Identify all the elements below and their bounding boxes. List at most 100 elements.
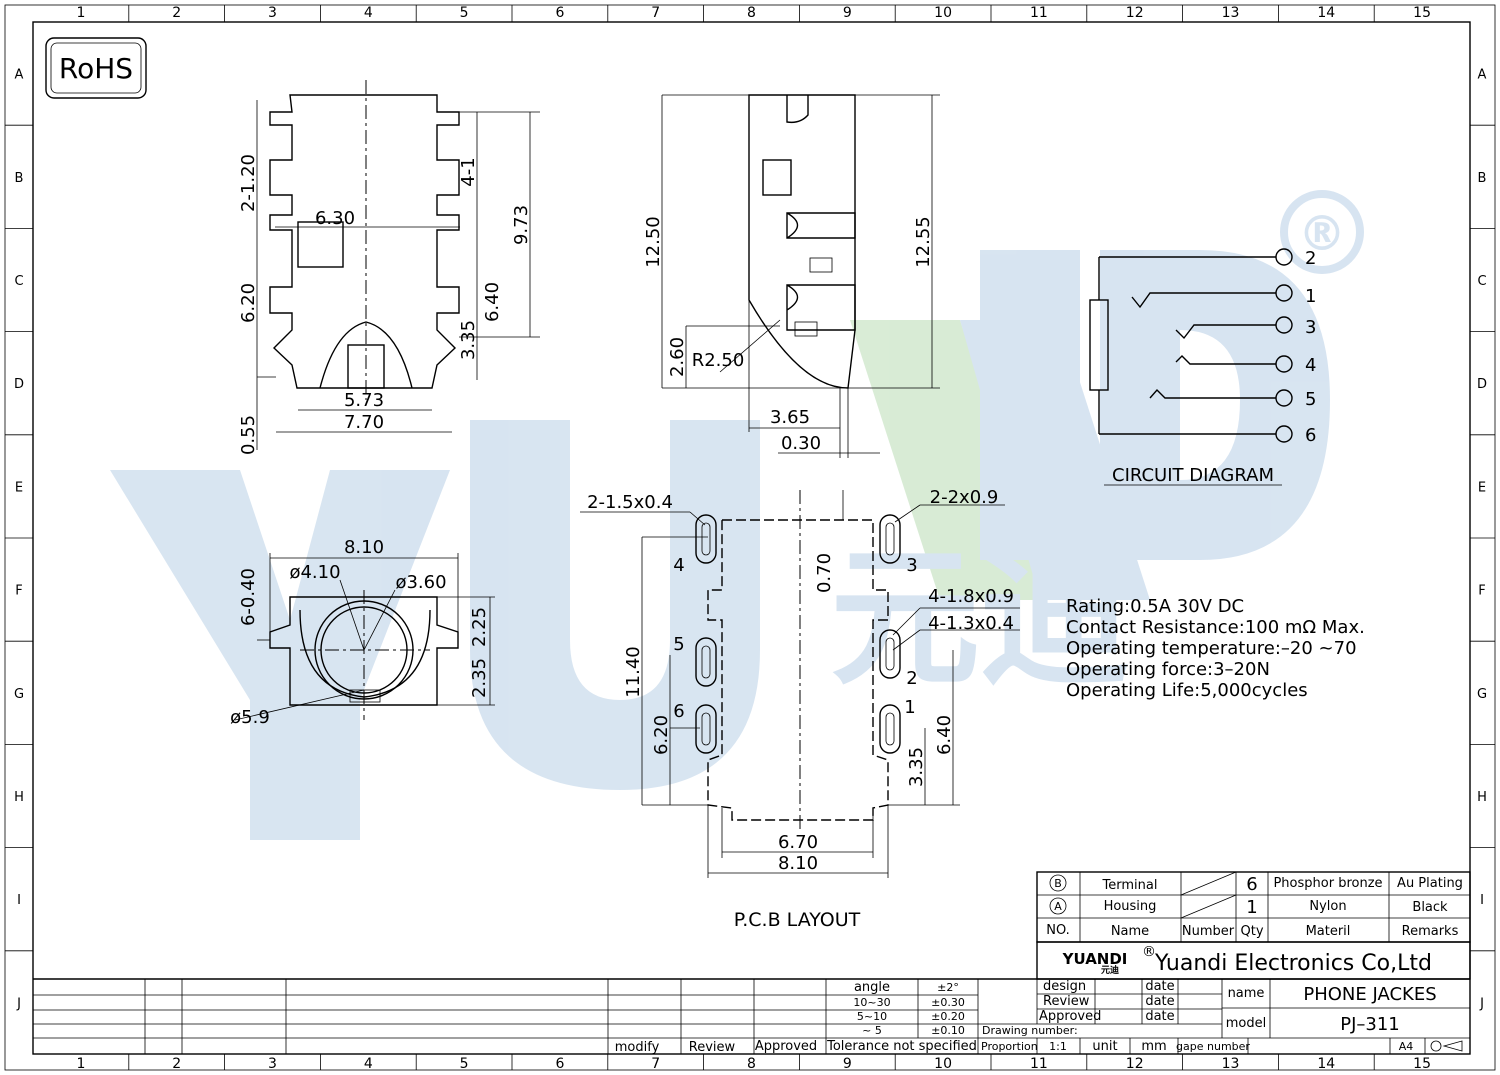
unit-value: mm	[1141, 1039, 1166, 1054]
column-number: 7	[651, 1056, 660, 1072]
unit-label: unit	[1092, 1039, 1117, 1054]
column-number: 14	[1317, 5, 1335, 21]
pcb-layout: 2-1.5x0.4 2-2x0.9 4-1.8x0.9 4-1.3x0.4 0.…	[580, 487, 1020, 931]
row-letter: C	[1477, 274, 1486, 289]
rohs-badge: RoHS	[45, 37, 147, 99]
circuit-pin-2: 2	[1305, 248, 1316, 269]
header-no: NO.	[1046, 923, 1070, 938]
row-letter: F	[15, 584, 22, 599]
tolerance-value-1: ±0.30	[931, 996, 965, 1009]
column-number: 4	[364, 1056, 373, 1072]
material-name-housing: Housing	[1104, 899, 1157, 914]
design-date-label: date	[1145, 979, 1174, 994]
header-material: Materil	[1306, 924, 1351, 939]
circuit-pin-5: 5	[1305, 389, 1316, 410]
dim-0.30: 0.30	[781, 433, 821, 454]
dim-2.25: 2.25	[469, 607, 490, 647]
column-number: 10	[934, 1056, 952, 1072]
header-name: Name	[1111, 924, 1149, 939]
row-letter: D	[1477, 377, 1487, 392]
column-number: 5	[460, 5, 469, 21]
title-block: YUANDI 元迪 ® Yuandi Electronics Co,Ltd	[33, 941, 1471, 1055]
circuit-pin-4: 4	[1305, 355, 1316, 376]
pcb-dim-4-1.8x0.9: 4-1.8x0.9	[928, 586, 1014, 607]
row-letter: E	[15, 480, 23, 495]
column-number: 11	[1030, 1056, 1048, 1072]
tolerance-range-3: ~ 5	[862, 1024, 882, 1037]
row-letter: B	[15, 171, 24, 186]
name-label: name	[1228, 986, 1265, 1001]
approved-date-label: date	[1145, 1009, 1174, 1024]
dim-0.55: 0.55	[238, 415, 259, 455]
material-housing: Nylon	[1309, 899, 1346, 914]
row-letter: F	[1478, 584, 1485, 599]
dim-2-1.20: 2-1.20	[238, 154, 259, 212]
frame-ticks: 1122334455667788991010111112121313141415…	[5, 5, 1495, 1072]
header-number: Number	[1182, 924, 1235, 939]
column-number: 1	[76, 1056, 85, 1072]
circuit-diagram: 2 1 3 4 5 6 CIRCUIT DIAGRAM	[1089, 248, 1316, 486]
dim-R2.50: R2.50	[692, 350, 745, 371]
column-number: 3	[268, 1056, 277, 1072]
dim-2.60: 2.60	[667, 337, 688, 377]
review-label: Review	[1043, 994, 1090, 1009]
dim-6-0.40: 6-0.40	[238, 568, 259, 626]
column-number: 5	[460, 1056, 469, 1072]
column-number: 9	[843, 5, 852, 21]
pcb-dim-2-1.5x0.4: 2-1.5x0.4	[587, 492, 673, 513]
dim-6.40: 6.40	[482, 282, 503, 322]
row-letter: H	[14, 790, 24, 805]
remarks-terminal: Au Plating	[1397, 876, 1463, 891]
spec-list: Rating:0.5A 30V DC Contact Resistance:10…	[1066, 596, 1365, 701]
spec-contact-resistance: Contact Resistance:100 mΩ Max.	[1066, 617, 1365, 638]
pad-number-6: 6	[673, 701, 684, 722]
side-view: 12.50 12.55 2.60 R2.50 3.65 0.30	[643, 94, 940, 458]
dim-12.55: 12.55	[913, 216, 934, 268]
pcb-dim-6.70: 6.70	[778, 832, 818, 853]
header-qty: Qty	[1240, 924, 1263, 939]
dim-7.70: 7.70	[344, 412, 384, 433]
dim-5.73: 5.73	[344, 390, 384, 411]
row-letter: G	[14, 687, 24, 702]
tolerance-angle-value: ±2°	[937, 981, 959, 994]
dim-dia3.60: ø3.60	[395, 572, 446, 593]
row-letter: D	[14, 377, 24, 392]
pad-number-2: 2	[906, 668, 917, 689]
paper-size: A4	[1399, 1040, 1414, 1053]
company-logo-cn: 元迪	[1101, 964, 1119, 976]
column-number: 1	[76, 5, 85, 21]
pad-number-1: 1	[904, 697, 915, 718]
company-name: Yuandi Electronics Co,Ltd	[1154, 951, 1432, 976]
materials-table: B Terminal 6 Phosphor bronze Au Plating …	[1036, 871, 1471, 943]
name-value: PHONE JACKES	[1303, 984, 1436, 1005]
pcb-dim-8.10: 8.10	[778, 853, 818, 874]
dim-3.65: 3.65	[770, 407, 810, 428]
dim-9.73: 9.73	[511, 205, 532, 245]
column-number: 13	[1222, 5, 1240, 21]
dim-12.50: 12.50	[643, 216, 664, 268]
material-name-terminal: Terminal	[1102, 878, 1158, 893]
circuit-title: CIRCUIT DIAGRAM	[1112, 465, 1274, 486]
row-letter: I	[17, 893, 21, 908]
pad-number-4: 4	[673, 555, 684, 576]
review-date-label: date	[1145, 994, 1174, 1009]
design-label: design	[1043, 979, 1086, 994]
header-remarks: Remarks	[1402, 924, 1459, 939]
remarks-housing: Black	[1412, 900, 1448, 915]
model-label: model	[1226, 1016, 1266, 1031]
row-letter: I	[1480, 893, 1484, 908]
watermark-chinese: 元迪	[830, 532, 1130, 706]
approved-label: Approved	[1039, 1009, 1101, 1024]
dim-dia5.9: ø5.9	[230, 707, 270, 728]
column-number: 13	[1222, 1056, 1240, 1072]
column-number: 7	[651, 5, 660, 21]
column-number: 8	[747, 5, 756, 21]
material-no-a: A	[1054, 900, 1062, 913]
top-view: 2-1.20 6.30 4-1 9.73 6.20 6.40 3.35 5.73…	[238, 80, 540, 455]
column-number: 4	[364, 5, 373, 21]
watermark-registered: ®	[1298, 206, 1346, 262]
dim-6.30: 6.30	[315, 208, 355, 229]
company-logo-registered: ®	[1142, 944, 1156, 960]
tolerance-angle-label: angle	[854, 980, 890, 995]
